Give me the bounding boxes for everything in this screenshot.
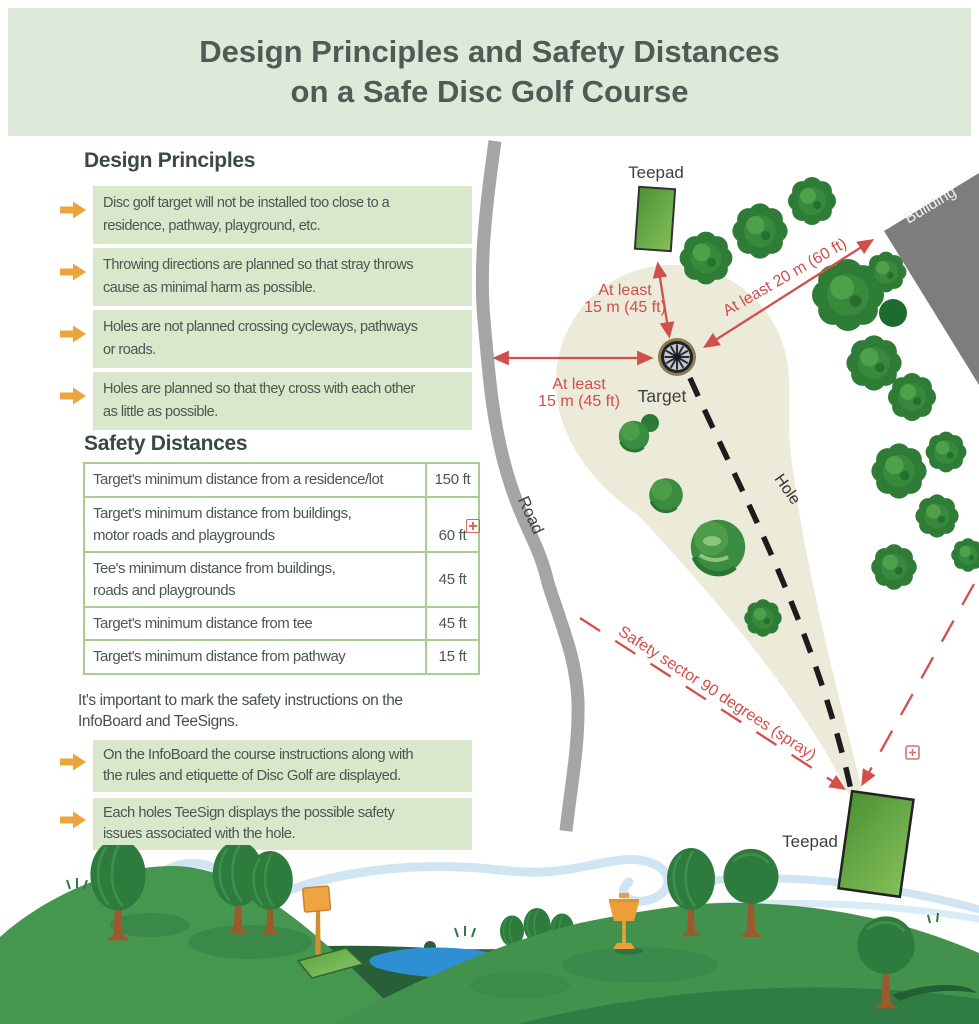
trees-group	[617, 177, 979, 637]
arrow-bullet-icon	[60, 325, 86, 348]
principle-item: Disc golf target will not be installed t…	[60, 186, 480, 244]
note-text: Each holes TeeSign displays the possible…	[93, 798, 472, 850]
distance-label: Target's minimum distance from a residen…	[83, 462, 427, 498]
course-map-drawing	[475, 140, 979, 899]
distance-value: 60 ft	[425, 496, 480, 553]
principle-item: Throwing directions are planned so that …	[60, 248, 480, 306]
distance-value: 45 ft	[425, 606, 480, 641]
design-principles-list: Disc golf target will not be installed t…	[60, 186, 480, 434]
left-hill	[0, 865, 404, 1024]
target-basket-icon	[658, 338, 696, 376]
table-row: Target's minimum distance from pathway 1…	[83, 639, 480, 675]
principle-text: Disc golf target will not be installed t…	[93, 186, 472, 244]
teepad-bottom	[837, 789, 915, 899]
distance-tee-target-label: At least 15 m (45 ft)	[584, 282, 666, 316]
arrow-bullet-icon	[60, 263, 86, 286]
safety-distances-table: Target's minimum distance from a residen…	[83, 462, 480, 675]
note-item: Each holes TeeSign displays the possible…	[60, 798, 480, 850]
distance-label: Tee's minimum distance from buildings, r…	[83, 551, 427, 608]
table-row: Target's minimum distance from tee 45 ft	[83, 606, 480, 641]
distance-arrows	[492, 239, 875, 366]
foreground-hill	[518, 987, 979, 1024]
distance-label: Target's minimum distance from pathway	[83, 639, 427, 675]
disc-golf-basket-icon	[609, 893, 643, 955]
principle-item: Holes are planned so that they cross wit…	[60, 372, 480, 430]
distance-road-target-label: At least 15 m (45 ft)	[538, 376, 620, 410]
landscape-illustration	[0, 837, 979, 1024]
arrow-bullet-icon	[60, 201, 86, 224]
plus-marker-icon	[905, 745, 920, 760]
table-row: Tee's minimum distance from buildings, r…	[83, 551, 480, 608]
target-label: Target	[637, 386, 687, 406]
table-row: Target's minimum distance from a residen…	[83, 462, 480, 498]
arrow-bullet-icon	[60, 387, 86, 410]
hole-flight-line	[687, 376, 854, 791]
principle-item: Holes are not planned crossing cycleways…	[60, 310, 480, 368]
principle-text: Holes are not planned crossing cycleways…	[93, 310, 472, 368]
teepad-bottom-label: Teepad	[782, 832, 838, 851]
teepad-top-label: Teepad	[628, 163, 684, 182]
distance-value: 150 ft	[425, 462, 480, 498]
table-row: Target's minimum distance from buildings…	[83, 496, 480, 553]
path-curl	[892, 985, 977, 1001]
teepad-top	[633, 185, 677, 253]
plus-marker-icon	[466, 519, 480, 533]
note-text: On the InfoBoard the course instructions…	[93, 740, 472, 792]
header: Design Principles and Safety Distances o…	[8, 8, 971, 136]
note-item: On the InfoBoard the course instructions…	[60, 740, 480, 792]
safety-distances-heading: Safety Distances	[84, 432, 248, 455]
distance-value: 15 ft	[425, 639, 480, 675]
road-shape	[475, 140, 585, 832]
notes-list: On the InfoBoard the course instructions…	[60, 740, 480, 854]
page-title: Design Principles and Safety Distances o…	[199, 34, 780, 109]
landscape-drawing	[0, 837, 979, 1024]
principle-text: Throwing directions are planned so that …	[93, 248, 472, 306]
design-principles-heading: Design Principles	[84, 149, 256, 172]
distance-label: Target's minimum distance from buildings…	[83, 496, 427, 553]
course-map-diagram: Teepad At least 15 m (45 ft) At least 20…	[0, 135, 979, 910]
safety-sector-lines	[579, 583, 976, 790]
arrow-bullet-icon	[60, 811, 86, 834]
building-shape	[884, 173, 979, 385]
distance-label: Target's minimum distance from tee	[83, 606, 427, 641]
principle-text: Holes are planned so that they cross wit…	[93, 372, 472, 430]
distance-value: 45 ft	[425, 551, 480, 608]
tree-icon	[879, 299, 907, 327]
arrow-bullet-icon	[60, 753, 86, 776]
notes-paragraph: It's important to mark the safety instru…	[78, 692, 403, 730]
teepad-illustration	[296, 947, 365, 979]
